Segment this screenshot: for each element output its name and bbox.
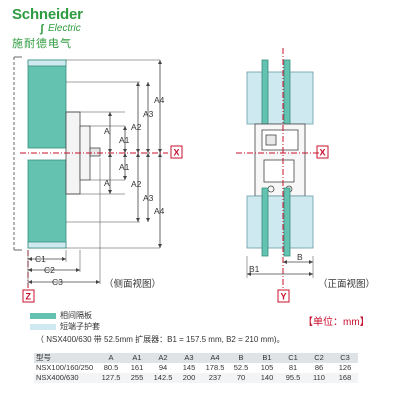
table-header: B1 [254, 353, 280, 363]
extension-note: （ NSX400/630 带 52.5mm 扩展器：B1 = 157.5 mm,… [36, 335, 285, 344]
side-toggle-handle [89, 147, 101, 157]
side-axis-x-badge [170, 145, 183, 159]
table-cell: 126 [332, 363, 358, 373]
brand-name: Schneider [12, 6, 83, 23]
front-toggle [265, 134, 277, 146]
table-header: A4 [202, 353, 228, 363]
schneider-logo: Schneider ʃ Electric 施耐德电气 [12, 6, 122, 50]
table-cell: 142.5 [150, 373, 176, 383]
table-header: 型号 [34, 353, 98, 363]
table-cell: 80.5 [98, 363, 124, 373]
legend-swatch-terminal-cover [30, 323, 56, 330]
front-terminal-cover-top [246, 71, 314, 125]
side-view [13, 56, 168, 288]
front-axis-y-label: Y [281, 292, 287, 302]
table-header: A [98, 353, 124, 363]
table-cell: 237 [202, 373, 228, 383]
table-cell: 86 [306, 363, 332, 373]
dimension-diagram: A A1 A2 A3 A4 A A1 A2 A3 A4 C1 C2 C3 （侧面… [13, 48, 375, 303]
legend-label: 相间隔板 [60, 311, 92, 320]
side-view-caption: （侧面视图） [104, 278, 161, 290]
table-header: A2 [150, 353, 176, 363]
front-barrier-bottom-left [261, 187, 269, 257]
table-header: B [228, 353, 254, 363]
label-c3: C3 [52, 277, 63, 287]
front-view-caption: （正面视图） [318, 278, 375, 290]
label-a2-bottom: A2 [131, 179, 142, 189]
label-a1-bottom: A1 [119, 162, 130, 172]
front-axis-x-badge [316, 145, 329, 159]
label-a3-bottom: A3 [143, 193, 154, 203]
table-cell: 110 [306, 373, 332, 383]
table-header-row: 型号 A A1 A2 A3 A4 B B1 C1 C2 C3 [34, 353, 358, 363]
table-cell: 200 [176, 373, 202, 383]
side-terminal-cover-top [27, 59, 67, 67]
table-cell: 94 [150, 363, 176, 373]
table-cell-model: NSX100/160/250 [34, 363, 98, 373]
spec-table: 型号 A A1 A2 A3 A4 B B1 C1 C2 C3 NSX100/16… [34, 353, 358, 383]
label-a2-top: A2 [131, 122, 142, 132]
table-header: C1 [280, 353, 306, 363]
front-barrier-top-left [261, 59, 269, 131]
table-row: NSX400/630 127.5 255 142.5 200 237 70 14… [34, 373, 358, 383]
front-barrier-top-right [283, 59, 291, 131]
label-a-top: A [104, 126, 110, 136]
table-cell: 161 [124, 363, 150, 373]
table-cell: 145 [176, 363, 202, 373]
front-trip-unit [263, 159, 295, 183]
table-row: NSX100/160/250 80.5 161 94 145 178.5 52.… [34, 363, 358, 373]
label-a-bottom: A [104, 178, 110, 188]
table-cell: 140 [254, 373, 280, 383]
label-b: B [297, 252, 303, 262]
side-terminal-cover-bottom [27, 241, 67, 249]
legend-item-terminal-cover: 短端子护套 [30, 322, 100, 332]
front-terminal-cover-bottom [246, 195, 314, 249]
side-axis-z-badge [22, 289, 35, 303]
brand-subtitle: Electric [48, 23, 81, 34]
side-axis-x-label: X [174, 148, 180, 158]
unit-note: 【单位：mm】 [303, 317, 370, 328]
table-header: C2 [306, 353, 332, 363]
label-a4-bottom: A4 [154, 206, 165, 216]
front-axis-x-label: X [320, 148, 326, 158]
label-a4-top: A4 [154, 95, 165, 105]
side-phase-barrier-bottom [27, 159, 67, 249]
label-b1: B1 [249, 264, 260, 274]
legend: 相间隔板 短端子护套 [30, 311, 100, 333]
front-view [236, 48, 322, 290]
label-a1-top: A1 [119, 135, 130, 145]
legend-label: 短端子护套 [60, 322, 100, 331]
label-c1: C1 [35, 254, 46, 264]
legend-item-phase-barrier: 相间隔板 [30, 311, 100, 321]
side-axis-z-label: Z [26, 292, 32, 302]
front-axis-y-badge [277, 289, 290, 303]
table-cell: 52.5 [228, 363, 254, 373]
table-cell: 127.5 [98, 373, 124, 383]
table-header: C3 [332, 353, 358, 363]
table-header: A3 [176, 353, 202, 363]
table-cell: 255 [124, 373, 150, 383]
label-a3-top: A3 [143, 109, 154, 119]
table-cell: 70 [228, 373, 254, 383]
table-cell: 168 [332, 373, 358, 383]
side-phase-barrier-top [27, 59, 67, 149]
table-cell: 81 [280, 363, 306, 373]
brand-name-cn: 施耐德电气 [12, 38, 72, 50]
table-cell: 178.5 [202, 363, 228, 373]
label-c2: C2 [44, 265, 55, 275]
table-cell-model: NSX400/630 [34, 373, 98, 383]
table-cell: 95.5 [280, 373, 306, 383]
table-header: A1 [124, 353, 150, 363]
front-barrier-bottom-right [283, 187, 291, 257]
brand-mark-icon: ʃ [40, 23, 44, 35]
legend-swatch-phase-barrier [30, 312, 56, 319]
table-cell: 105 [254, 363, 280, 373]
